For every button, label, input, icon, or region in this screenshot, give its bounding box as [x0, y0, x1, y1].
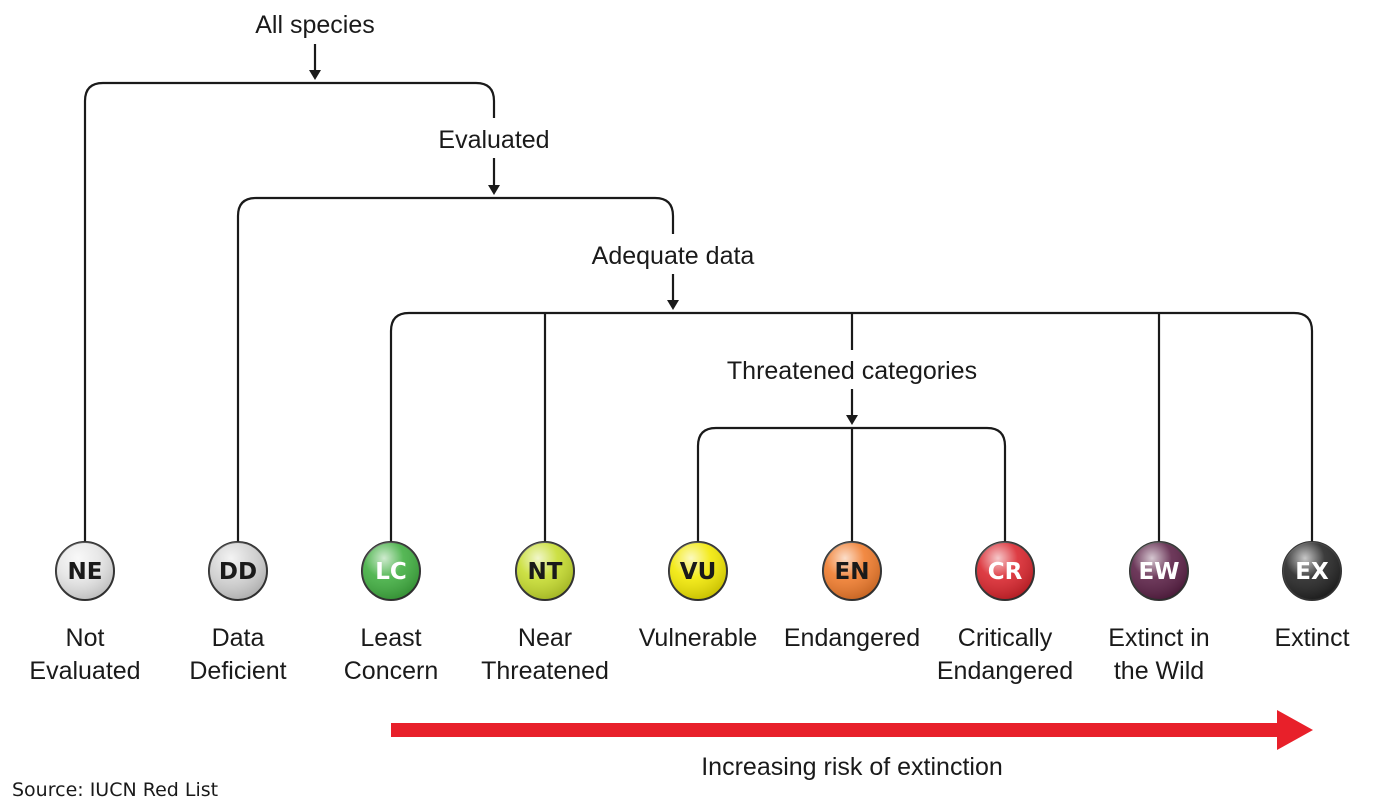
threatened-arrow-head	[846, 415, 858, 425]
category-name-line2: Concern	[344, 657, 439, 685]
category-name-line2: Threatened	[481, 657, 609, 685]
category-name-line2: Evaluated	[29, 657, 140, 685]
category-name-line1: Data	[212, 624, 265, 652]
category-name-line1: Vulnerable	[639, 624, 758, 652]
tree-connectors	[83, 44, 1314, 543]
evaluated-arrow-head	[488, 185, 500, 195]
category-name-line1: Least	[360, 624, 421, 652]
badge-shine	[976, 542, 1034, 600]
badge-shine	[1283, 542, 1341, 600]
category-node: NT	[515, 541, 575, 601]
category-code: EX	[1295, 559, 1329, 585]
category-name-line1: Extinct in	[1108, 624, 1209, 652]
category-name-line1: Not	[66, 624, 105, 652]
category-code: EW	[1138, 559, 1179, 585]
adequate-arrow-head	[667, 300, 679, 310]
badge-shine	[823, 542, 881, 600]
evaluated-label: Evaluated	[438, 126, 549, 154]
category-code: DD	[219, 559, 257, 585]
category-code: CR	[988, 559, 1023, 585]
category-name-line2: the Wild	[1114, 657, 1204, 685]
category-node: VU	[668, 541, 728, 601]
category-name-line1: Near	[518, 624, 572, 652]
level1-bracket	[83, 81, 496, 543]
risk-arrow-shaft	[391, 723, 1279, 737]
category-node: LC	[361, 541, 421, 601]
category-name-line1: Critically	[958, 624, 1053, 652]
level2-bracket	[236, 196, 675, 543]
risk-arrow: Increasing risk of extinction	[391, 710, 1313, 781]
category-name-line2: Deficient	[189, 657, 286, 685]
source-note: Source: IUCN Red List	[12, 779, 218, 801]
all-species-label: All species	[255, 11, 375, 39]
badge-shine	[209, 542, 267, 600]
badge-shine	[362, 542, 420, 600]
category-name-line1: Endangered	[784, 624, 920, 652]
badge-shine	[516, 542, 574, 600]
category-node: CR	[975, 541, 1035, 601]
category-node: EX	[1282, 541, 1342, 601]
category-code: LC	[375, 559, 407, 585]
category-node: DD	[208, 541, 268, 601]
category-code: NT	[528, 559, 563, 585]
root-arrow-head	[309, 70, 321, 80]
badge-shine	[56, 542, 114, 600]
category-node: NE	[55, 541, 115, 601]
risk-arrow-label: Increasing risk of extinction	[701, 753, 1003, 781]
category-code: NE	[68, 559, 103, 585]
category-nodes: NE DD LC NT VU EN CR	[55, 541, 1342, 601]
category-names: Not Evaluated Data Deficient Least Conce…	[29, 624, 1349, 685]
badge-shine	[1130, 542, 1188, 600]
category-name-line1: Extinct	[1274, 624, 1349, 652]
category-name-line2: Endangered	[937, 657, 1073, 685]
category-node: EW	[1129, 541, 1189, 601]
risk-arrow-head	[1277, 710, 1313, 750]
category-code: EN	[835, 559, 870, 585]
badge-shine	[669, 542, 727, 600]
category-node: EN	[822, 541, 882, 601]
adequate-data-label: Adequate data	[592, 242, 755, 270]
threatened-categories-label: Threatened categories	[727, 357, 977, 385]
category-code: VU	[680, 559, 716, 585]
